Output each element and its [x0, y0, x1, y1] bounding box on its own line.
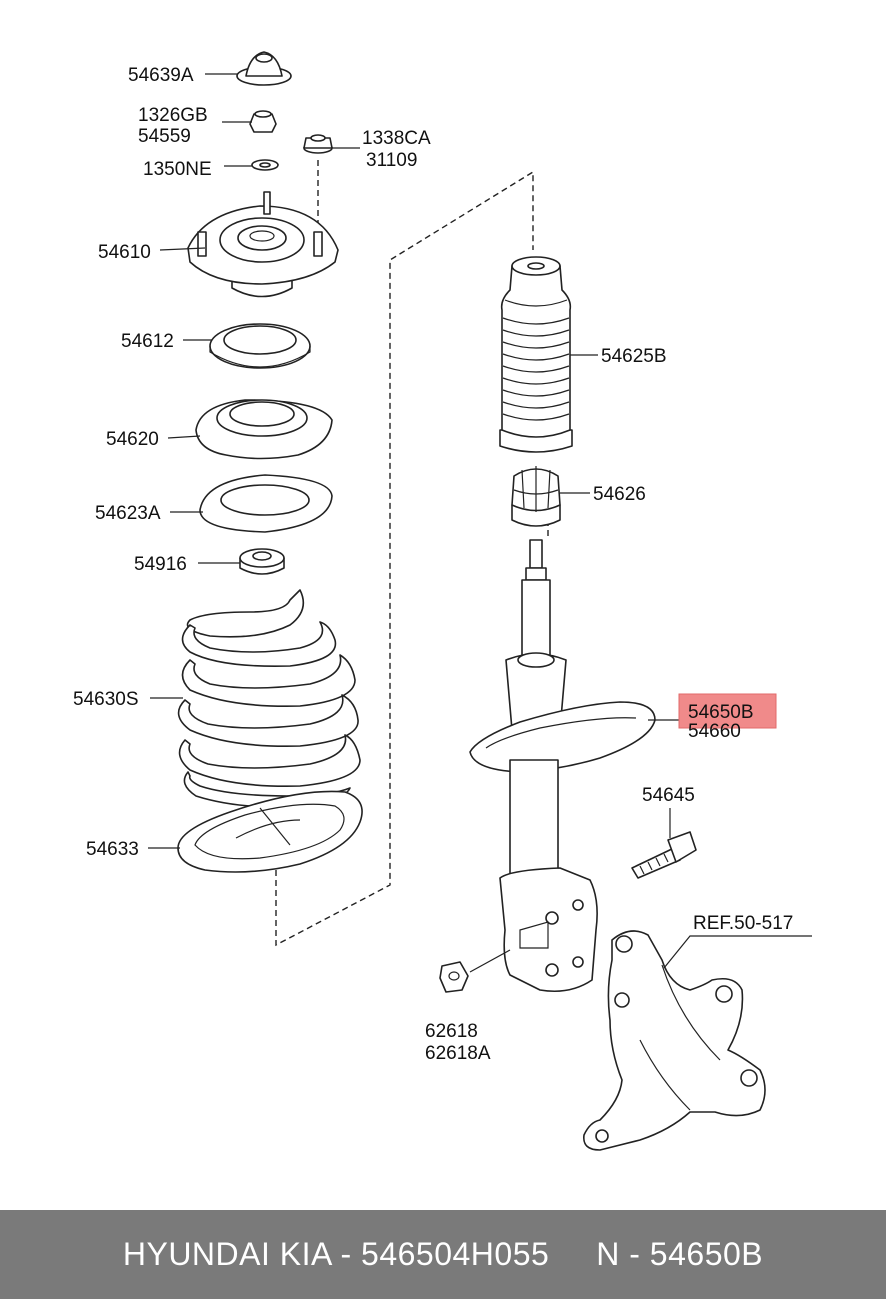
label-54633: 54633 [86, 839, 139, 860]
leader-54610 [159, 247, 206, 251]
part-1350NE-washer [251, 159, 279, 171]
label-62618: 62618 [425, 1021, 478, 1042]
part-54625B-dust-boot [499, 256, 573, 453]
part-54610-strut-mount [187, 191, 339, 298]
label-54639A: 54639A [128, 65, 194, 86]
label-54630S: 54630S [73, 689, 139, 710]
label-62618A: 62618A [425, 1043, 491, 1064]
label-54660: 54660 [688, 721, 741, 742]
leader-ref [663, 935, 812, 969]
part-1338CA-flange-nut [303, 134, 333, 154]
label-1350NE: 1350NE [143, 159, 212, 180]
footer-bar: HYUNDAI KIA - 546504H055 N - 54650B [0, 1210, 886, 1299]
part-1326GB-nut [249, 110, 277, 133]
part-54612-bearing [209, 323, 311, 369]
highlight-box [678, 693, 777, 729]
parts-diagram: 54639A 1326GB 54559 1338CA 31109 1350NE … [73, 51, 812, 1151]
label-54625B: 54625B [601, 346, 667, 367]
part-54645-bolt [631, 831, 697, 879]
part-54639A-cap [236, 51, 292, 86]
label-54623A: 54623A [95, 503, 161, 524]
label-54626: 54626 [593, 484, 646, 505]
ref-steering-knuckle [583, 930, 766, 1151]
label-54645: 54645 [642, 785, 695, 806]
part-54630S-coil-spring [177, 589, 361, 808]
part-54633-lower-pad [177, 790, 363, 873]
part-54916-bumper [239, 548, 285, 575]
label-31109: 31109 [366, 150, 417, 171]
label-54650B: 54650B [688, 702, 754, 723]
part-54626-bump-stop [511, 466, 561, 527]
footer-part-number: HYUNDAI KIA - 546504H055 N - 54650B [122, 1236, 764, 1272]
label-54916: 54916 [134, 554, 187, 575]
label-ref: REF.50-517 [693, 913, 793, 934]
assembly-outline [275, 170, 534, 947]
part-54650B-strut [469, 539, 656, 993]
label-54612: 54612 [121, 331, 174, 352]
leader-54620 [167, 435, 201, 439]
label-1338CA: 1338CA [362, 128, 431, 149]
part-54620-spring-seat [195, 399, 333, 460]
label-1326GB: 1326GB [138, 105, 208, 126]
part-54623A-spring-pad [199, 474, 333, 533]
label-54610: 54610 [98, 242, 151, 263]
part-62618-nut [439, 949, 511, 993]
label-54620: 54620 [106, 429, 159, 450]
label-54559: 54559 [138, 126, 191, 147]
